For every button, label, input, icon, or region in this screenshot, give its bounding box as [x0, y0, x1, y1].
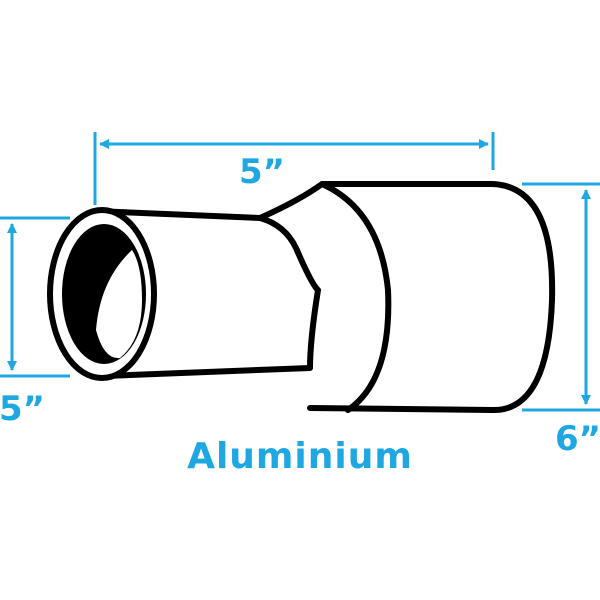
- material-label: Aluminium: [187, 436, 413, 477]
- cone-curve: [319, 181, 392, 413]
- exhaust-tip-outline: [47, 181, 556, 414]
- outlet-diameter-label: 6”: [555, 419, 600, 459]
- length-label: 5”: [239, 152, 285, 192]
- dimension-lines: [0, 132, 600, 412]
- inlet-highlight: [96, 250, 142, 359]
- tip-body-outline: [92, 181, 556, 414]
- inlet-diameter-label: 5”: [0, 389, 45, 429]
